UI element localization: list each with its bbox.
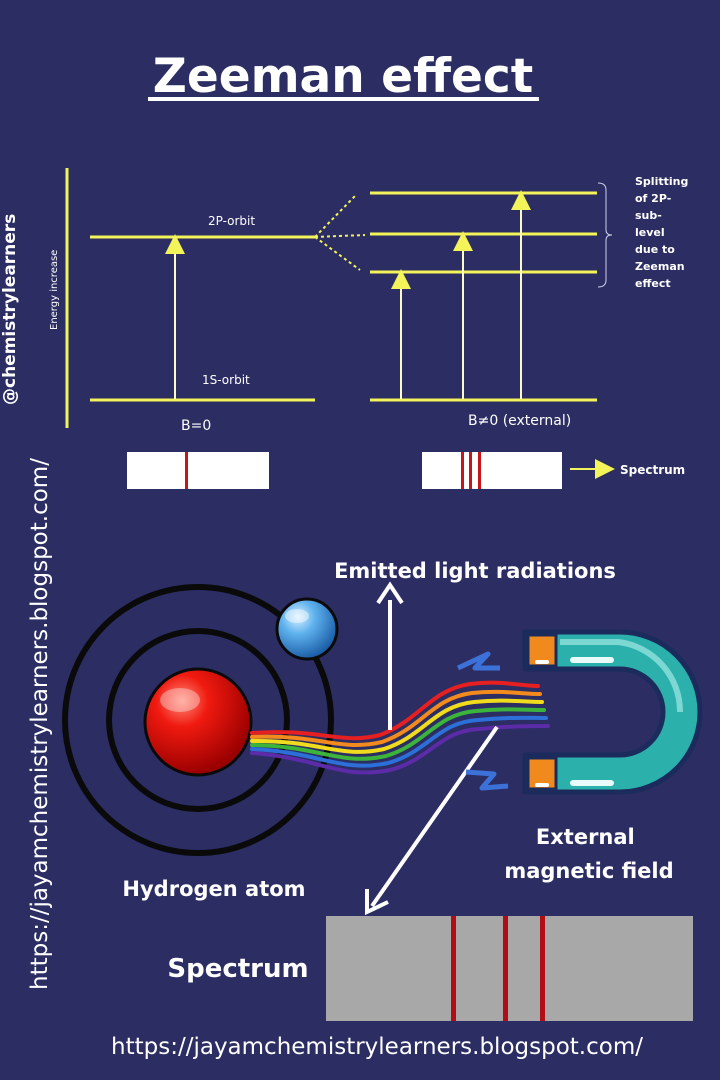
footer-url[interactable]: https://jayamchemistrylearners.blogspot.…: [111, 1034, 643, 1060]
energy-diagram: Energy increase 2P-orbit 1S-orbit Splitt…: [49, 168, 692, 489]
page-title: Zeeman effect: [153, 49, 534, 104]
level-2p-label: 2P-orbit: [208, 214, 255, 228]
nucleus-highlight: [160, 688, 200, 712]
spectrum-line: [540, 916, 545, 1021]
spectrum-line: [503, 916, 508, 1021]
orbit-outer: [62, 584, 334, 856]
splitting-note: Splitting of 2P- sub- level due to Zeema…: [635, 175, 692, 290]
horseshoe-magnet: [522, 629, 703, 795]
spectrum-line: [451, 916, 456, 1021]
spectrum-label-large: Spectrum: [167, 954, 308, 984]
vertical-handle: @chemistrylearners: [0, 214, 20, 405]
electron-highlight: [285, 609, 309, 623]
split-dot-upper: [314, 195, 356, 238]
atom-scene: Emitted light radiations: [62, 559, 703, 1021]
spectrum-line: [478, 452, 481, 489]
spectrum-field-off: [127, 452, 269, 489]
splitting-brace: [597, 182, 613, 288]
spectrum-label-small: Spectrum: [620, 463, 685, 477]
electron: [275, 597, 339, 661]
orbit-inner: [106, 628, 290, 812]
spectrum-line: [469, 452, 472, 489]
spectrum-pointer-arrow: [370, 725, 499, 908]
spectrum-strip: [326, 916, 693, 1021]
energy-axis-label: Energy increase: [49, 250, 60, 330]
spectrum-line: [185, 452, 188, 489]
magnet-label: External magnetic field: [504, 825, 673, 883]
nucleus: [143, 667, 253, 777]
spark-upper: [456, 651, 500, 671]
spectrum-pointer-head: [365, 889, 389, 916]
title-underline: [148, 97, 539, 101]
split-dot-mid: [314, 234, 366, 238]
spark-lower: [465, 769, 509, 791]
spectrum-field-on: [422, 452, 562, 489]
split-dot-lower: [314, 236, 361, 271]
light-wave: [250, 680, 550, 775]
spectrum-line: [461, 452, 464, 489]
atom-label: Hydrogen atom: [122, 877, 305, 901]
emitted-light-label: Emitted light radiations: [334, 559, 616, 583]
vertical-url: https://jayamchemistrylearners.blogspot.…: [27, 458, 53, 990]
level-1s-label: 1S-orbit: [202, 373, 250, 387]
field-on-label: B≠0 (external): [468, 413, 571, 429]
emitted-arrow-head: [376, 581, 404, 605]
field-off-label: B=0: [181, 418, 211, 434]
